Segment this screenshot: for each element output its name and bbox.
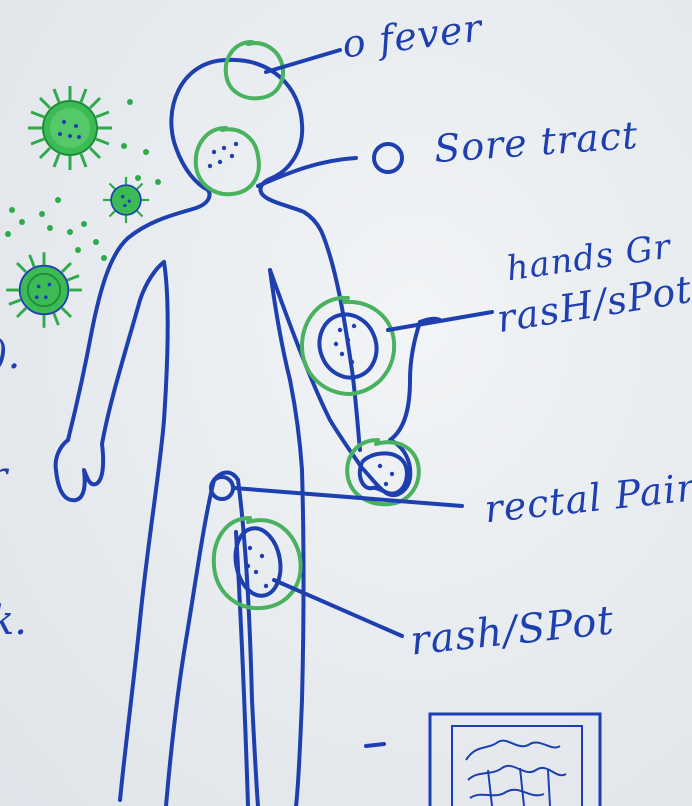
rectal-marker: [211, 477, 233, 499]
left-arm: [56, 262, 164, 500]
left-leg: [166, 480, 214, 806]
virus-icon: [6, 252, 82, 328]
margin-text-fragment: ).: [0, 332, 20, 378]
torso-right: [330, 256, 360, 450]
virus-icon: [103, 177, 149, 223]
margin-text-fragment: r: [0, 454, 7, 500]
throat-connector: [258, 158, 356, 186]
throat-highlight: [196, 128, 259, 194]
virus-icon: [28, 86, 112, 170]
rectal-connector: [234, 488, 462, 506]
throat-bullet: [374, 144, 402, 172]
dash: [366, 744, 384, 746]
margin-text-fragment: k.: [0, 598, 27, 644]
rash-connector: [274, 580, 402, 636]
sketch-thumbnail-icon: [430, 714, 600, 806]
